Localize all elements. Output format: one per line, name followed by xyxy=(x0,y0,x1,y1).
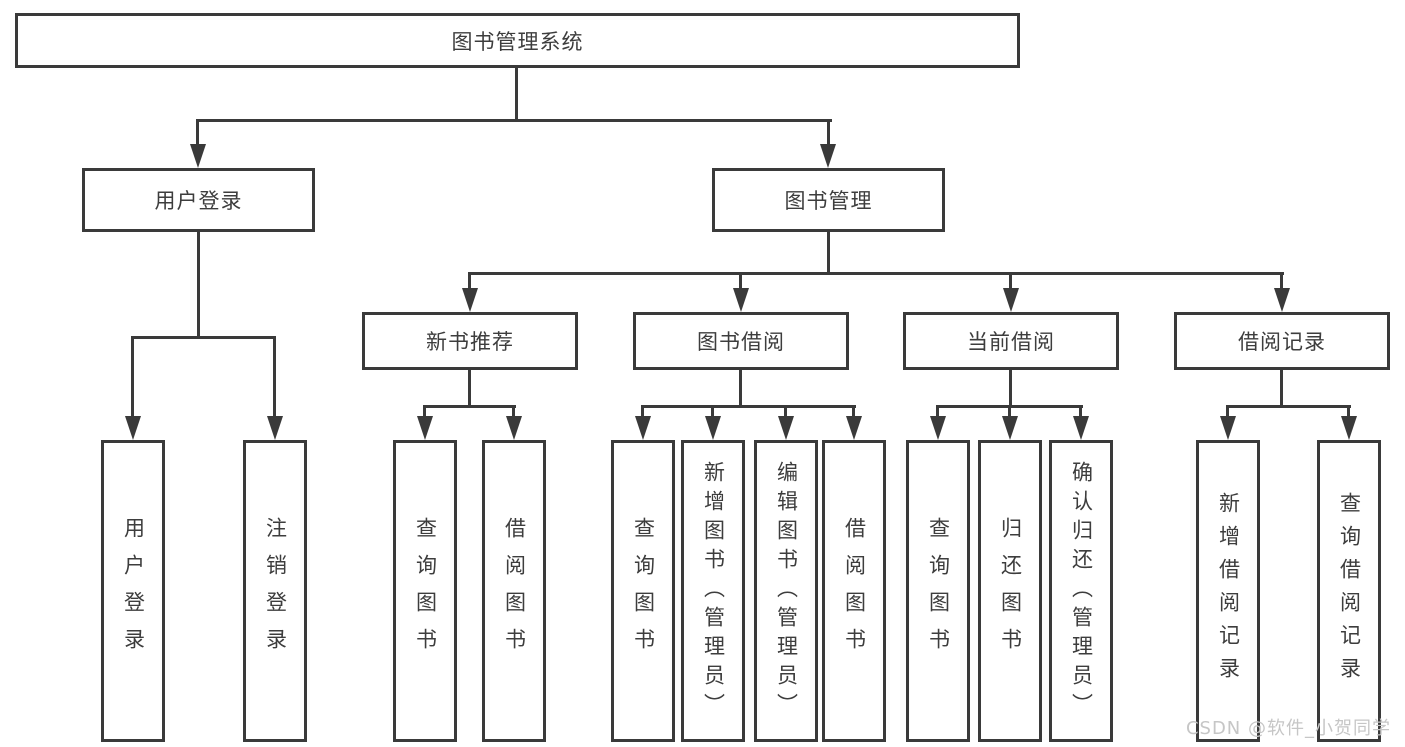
connector-drop-current-borrow xyxy=(1009,272,1012,292)
leaf-add-book-admin-label: 新增图书（管理员） xyxy=(701,460,726,722)
node-current-borrow-label: 当前借阅 xyxy=(967,330,1055,354)
connector-level3-rail xyxy=(468,272,1284,275)
arrowhead-new-book-icon xyxy=(462,288,478,312)
leaf-query-books-3: 查询图书 xyxy=(906,440,970,742)
node-current-borrow: 当前借阅 xyxy=(903,312,1119,370)
leaf-confirm-return-admin-label: 确认归还（管理员） xyxy=(1069,460,1094,722)
arrowhead-query-books-2-icon xyxy=(635,416,651,440)
leaf-query-books-2: 查询图书 xyxy=(611,440,675,742)
connector-level2-rail xyxy=(196,119,832,122)
connector-book-management-stem xyxy=(827,232,830,275)
leaf-query-borrow-record-label: 查询借阅记录 xyxy=(1337,492,1362,690)
connector-borrow-records-stem xyxy=(1280,370,1283,408)
leaf-edit-book-admin: 编辑图书（管理员） xyxy=(754,440,818,742)
arrowhead-borrow-records-icon xyxy=(1274,288,1290,312)
leaf-confirm-return-admin: 确认归还（管理员） xyxy=(1049,440,1113,742)
leaf-edit-book-admin-label: 编辑图书（管理员） xyxy=(774,460,799,722)
node-borrow-records: 借阅记录 xyxy=(1174,312,1390,370)
leaf-user-login-label: 用户登录 xyxy=(121,517,146,665)
leaf-return-book-label: 归还图书 xyxy=(998,517,1023,665)
node-new-book-recommend-label: 新书推荐 xyxy=(426,330,514,354)
arrowhead-query-books-1-icon xyxy=(417,416,433,440)
connector-drop-confirm-return xyxy=(1079,405,1082,418)
leaf-query-books-3-label: 查询图书 xyxy=(926,517,951,665)
leaf-query-books-2-label: 查询图书 xyxy=(631,517,656,665)
connector-book-borrow-rail xyxy=(641,405,856,408)
node-book-management: 图书管理 xyxy=(712,168,945,232)
leaf-query-books-1-label: 查询图书 xyxy=(413,517,438,665)
connector-drop-new-book xyxy=(468,272,471,292)
arrowhead-leaf-user-login-icon xyxy=(125,416,141,440)
leaf-borrow-books-1-label: 借阅图书 xyxy=(502,517,527,665)
watermark: CSDN @软件_小贺同学 xyxy=(1185,718,1391,739)
connector-root-stem xyxy=(515,68,518,122)
node-user-login-label: 用户登录 xyxy=(154,189,243,213)
connector-drop-add-record xyxy=(1226,405,1229,418)
connector-user-login-stem xyxy=(197,232,200,339)
arrowhead-confirm-return-icon xyxy=(1073,416,1089,440)
connector-drop-borrow-books-2 xyxy=(852,405,855,418)
arrowhead-book-borrow-icon xyxy=(733,288,749,312)
connector-drop-user-login xyxy=(196,119,199,147)
leaf-query-books-1: 查询图书 xyxy=(393,440,457,742)
connector-drop-add-book xyxy=(711,405,714,418)
connector-new-book-rail xyxy=(423,405,516,408)
connector-drop-book-management xyxy=(827,119,830,147)
connector-drop-query-books-3 xyxy=(936,405,939,418)
connector-drop-edit-book xyxy=(784,405,787,418)
node-book-borrow: 图书借阅 xyxy=(633,312,849,370)
node-root: 图书管理系统 xyxy=(15,13,1020,68)
arrowhead-book-management-icon xyxy=(820,144,836,168)
leaf-logout-label: 注销登录 xyxy=(263,517,288,665)
leaf-return-book: 归还图书 xyxy=(978,440,1042,742)
connector-drop-return-book xyxy=(1008,405,1011,418)
connector-book-borrow-stem xyxy=(739,370,742,408)
node-borrow-records-label: 借阅记录 xyxy=(1238,330,1326,354)
connector-drop-query-books-2 xyxy=(641,405,644,418)
node-new-book-recommend: 新书推荐 xyxy=(362,312,578,370)
connector-drop-query-record xyxy=(1347,405,1350,418)
connector-drop-leaf-logout xyxy=(273,336,276,418)
node-book-management-label: 图书管理 xyxy=(784,189,873,213)
arrowhead-query-record-icon xyxy=(1341,416,1357,440)
arrowhead-return-book-icon xyxy=(1002,416,1018,440)
connector-drop-leaf-user-login xyxy=(131,336,134,418)
connector-borrow-records-rail xyxy=(1226,405,1351,408)
node-book-borrow-label: 图书借阅 xyxy=(697,330,785,354)
arrowhead-add-record-icon xyxy=(1220,416,1236,440)
connector-user-login-rail xyxy=(131,336,276,339)
arrowhead-add-book-icon xyxy=(705,416,721,440)
node-user-login: 用户登录 xyxy=(82,168,315,232)
leaf-query-borrow-record: 查询借阅记录 xyxy=(1317,440,1381,742)
arrowhead-leaf-logout-icon xyxy=(267,416,283,440)
connector-new-book-stem xyxy=(468,370,471,408)
connector-drop-borrow-records xyxy=(1280,272,1283,292)
connector-drop-borrow-books-1 xyxy=(512,405,515,418)
node-root-label: 图书管理系统 xyxy=(451,29,584,54)
arrowhead-edit-book-icon xyxy=(778,416,794,440)
arrowhead-borrow-books-2-icon xyxy=(846,416,862,440)
leaf-borrow-books-2: 借阅图书 xyxy=(822,440,886,742)
leaf-user-login: 用户登录 xyxy=(101,440,165,742)
arrowhead-borrow-books-1-icon xyxy=(506,416,522,440)
arrowhead-query-books-3-icon xyxy=(930,416,946,440)
connector-drop-query-books-1 xyxy=(423,405,426,418)
arrowhead-user-login-icon xyxy=(190,144,206,168)
leaf-borrow-books-1: 借阅图书 xyxy=(482,440,546,742)
leaf-add-borrow-record: 新增借阅记录 xyxy=(1196,440,1260,742)
connector-drop-book-borrow xyxy=(739,272,742,292)
leaf-logout: 注销登录 xyxy=(243,440,307,742)
connector-current-borrow-stem xyxy=(1009,370,1012,408)
arrowhead-current-borrow-icon xyxy=(1003,288,1019,312)
leaf-add-borrow-record-label: 新增借阅记录 xyxy=(1216,492,1241,690)
leaf-add-book-admin: 新增图书（管理员） xyxy=(681,440,745,742)
leaf-borrow-books-2-label: 借阅图书 xyxy=(842,517,867,665)
